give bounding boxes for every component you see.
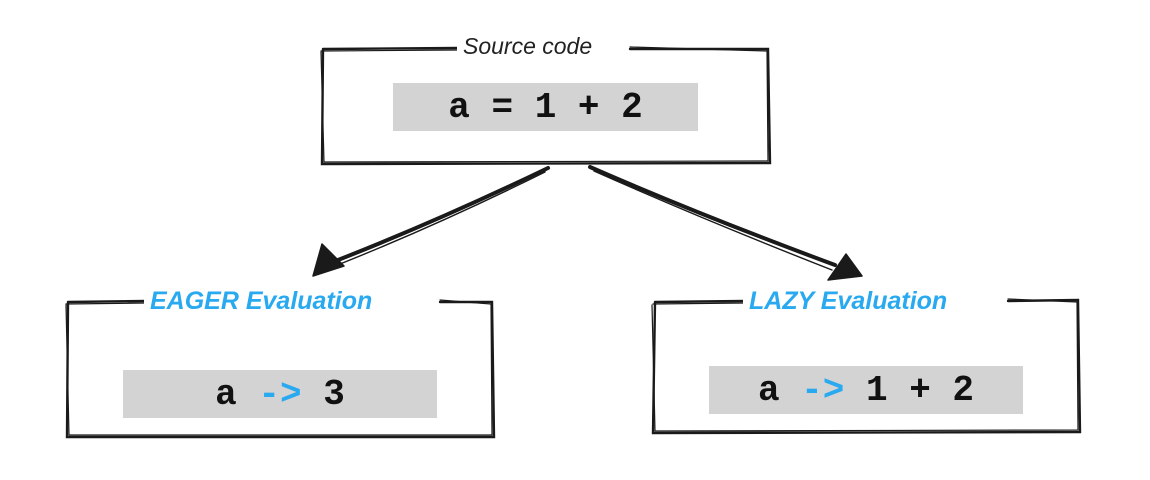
arrow-to-lazy — [588, 165, 863, 281]
lazy-result-value: 1 + 2 — [866, 369, 975, 411]
eager-result-snippet: a -> 3 — [123, 370, 437, 418]
source-code-text: a = 1 + 2 — [448, 86, 643, 128]
eager-arrow: -> — [258, 373, 302, 415]
eager-evaluation-title: EAGER Evaluation — [144, 289, 379, 314]
eager-result-value: 3 — [323, 373, 345, 415]
eager-box-frame — [65, 299, 496, 439]
source-code-snippet: a = 1 + 2 — [393, 83, 698, 131]
source-code-title: Source code — [457, 35, 599, 58]
eager-variable: a — [215, 373, 237, 415]
arrow-to-eager — [312, 166, 550, 277]
lazy-result-snippet: a -> 1 + 2 — [709, 366, 1023, 414]
lazy-evaluation-title: LAZY Evaluation — [743, 289, 954, 314]
source-box-frame — [320, 46, 772, 166]
lazy-box-frame — [651, 298, 1082, 435]
lazy-variable: a — [757, 369, 780, 411]
lazy-arrow: -> — [801, 369, 845, 411]
